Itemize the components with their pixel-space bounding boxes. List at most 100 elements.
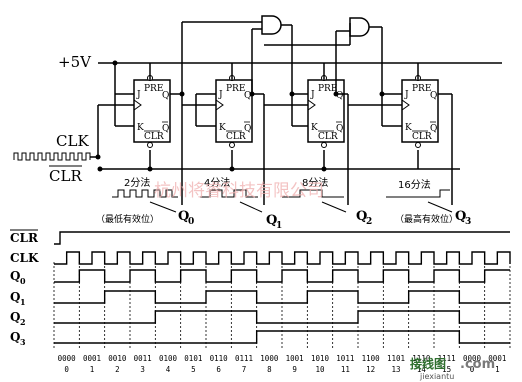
ff-label-qbar: Q	[336, 124, 343, 134]
q1-node	[249, 91, 255, 97]
state-code: 1100	[362, 354, 381, 363]
ff-label-qbar: Q	[162, 124, 169, 134]
corner-logo-url: jiexiantu	[419, 372, 454, 381]
div4-label: 4分法	[204, 176, 230, 189]
q2-arrow	[321, 201, 347, 213]
state-count: 15	[442, 365, 451, 374]
clock-triangle	[307, 99, 316, 111]
state-column-5: 0101 5	[184, 354, 202, 374]
ff-label-pre: PRE	[144, 84, 163, 94]
state-code: 0000	[463, 354, 482, 363]
and-gate-1	[261, 15, 282, 35]
state-count: 0	[64, 365, 69, 374]
state-count: 1	[495, 365, 500, 374]
q2-output-name: Q	[356, 209, 367, 224]
signal-sub: 2	[20, 317, 26, 327]
q3-arrow	[427, 201, 453, 213]
state-code: 1010	[311, 354, 330, 363]
state-count: 8	[267, 365, 272, 374]
flipflop-body	[133, 79, 171, 143]
clr-bubble	[229, 142, 235, 148]
corner-logo: 接线图 .com jiexiantu	[410, 356, 495, 381]
ff-label-qbar: Q	[244, 124, 251, 134]
clr-bubble	[147, 142, 153, 148]
ff-label-j: J	[310, 90, 315, 100]
ff0-clr-node	[147, 166, 153, 172]
state-column-4: 0100 4	[159, 354, 178, 374]
q0-output-label: Q 0	[178, 209, 194, 227]
ff3-jk-node	[379, 91, 385, 97]
state-code: 1111	[438, 354, 456, 363]
signal-sub: 1	[20, 297, 26, 307]
ff-label-k: K	[311, 123, 318, 133]
state-count: 5	[191, 365, 196, 374]
state-column-15: 1111 15	[438, 354, 456, 374]
state-count: 12	[366, 365, 375, 374]
signal-name: CLR	[10, 231, 39, 245]
ff-label-q: Q	[336, 91, 343, 101]
ff-label-clr: CLR	[226, 132, 246, 142]
ff-label-k: K	[219, 123, 226, 133]
signal-label-1: CLK	[10, 251, 39, 265]
clr-label: CLR	[49, 167, 82, 185]
q3-output-sub: 3	[465, 217, 471, 227]
ff-label-k: K	[137, 123, 144, 133]
state-code: 1001	[286, 354, 304, 363]
q2-output-label: Q 2	[356, 209, 372, 227]
msb-note: （最高有效位）	[395, 213, 458, 225]
ff-label-clr: CLR	[412, 132, 432, 142]
ff-label-qbar: Q	[430, 124, 437, 134]
clock-triangle	[215, 99, 224, 111]
div2-label: 2分法	[124, 176, 150, 189]
ff1-clr-node	[229, 166, 235, 172]
q2-waveform	[54, 310, 510, 324]
state-code: 0001	[83, 354, 101, 363]
state-count: 10	[315, 365, 325, 374]
state-count: 9	[292, 365, 297, 374]
signal-name: Q	[10, 310, 20, 324]
state-count: 14	[417, 365, 427, 374]
clock-triangle	[133, 99, 142, 111]
ff-label-q: Q	[162, 91, 169, 101]
state-column-12: 1100 12	[362, 354, 381, 374]
q3-waveform	[54, 330, 510, 344]
ff-label-clr: CLR	[318, 132, 338, 142]
state-code: 1110	[412, 354, 431, 363]
flipflop-body	[307, 79, 345, 143]
ff-label-q: Q	[430, 91, 437, 101]
q1-waveform	[54, 290, 510, 304]
q1-output-label: Q 1	[266, 213, 282, 231]
state-count: 13	[391, 365, 400, 374]
div2-wave	[112, 189, 178, 198]
q3-output-label: Q 3	[455, 209, 471, 227]
clk-label: CLK	[56, 132, 89, 150]
state-count: 4	[166, 365, 171, 374]
ff-label-pre: PRE	[412, 84, 431, 94]
state-count: 1	[90, 365, 95, 374]
signal-name: Q	[10, 330, 20, 344]
state-code: 0011	[134, 354, 152, 363]
ff-label-pre: PRE	[226, 84, 245, 94]
ff-label-j: J	[136, 90, 141, 100]
q0-output-name: Q	[178, 209, 189, 224]
clr-node	[97, 166, 103, 172]
clk-input-pulses	[13, 152, 91, 161]
q2-node	[333, 91, 339, 97]
state-column-1: 0001 1	[83, 354, 101, 374]
q1-output-sub: 1	[276, 221, 282, 231]
state-code: 1000	[260, 354, 279, 363]
state-code: 0101	[184, 354, 202, 363]
clr-bubble	[415, 142, 421, 148]
state-code: 0100	[159, 354, 178, 363]
